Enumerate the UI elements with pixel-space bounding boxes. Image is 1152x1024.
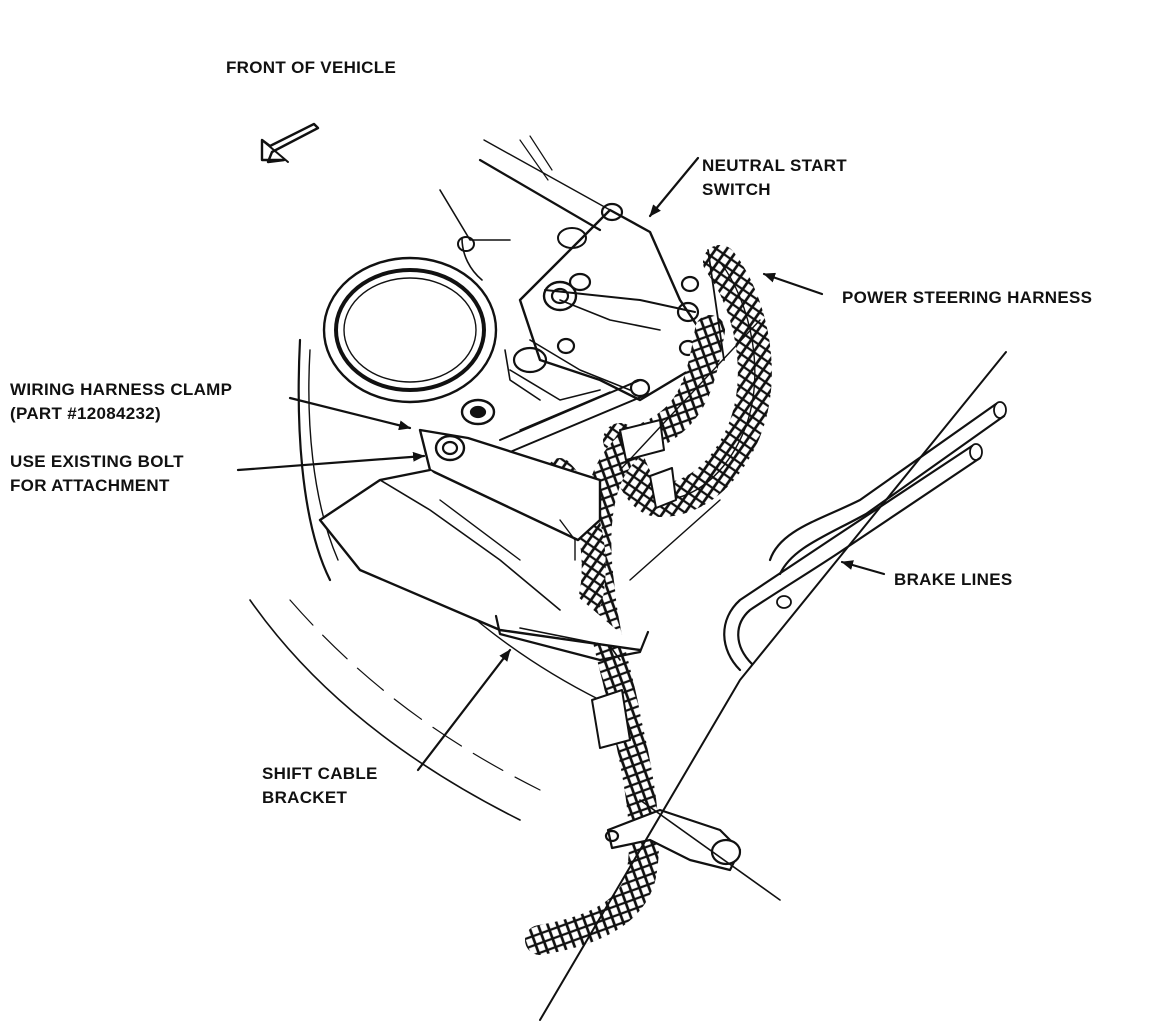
neutral-start-switch-line-2: SWITCH bbox=[702, 180, 771, 199]
power-steering-harness-label: POWER STEERING HARNESS bbox=[842, 288, 1093, 307]
clamp-bracket-assembly bbox=[318, 428, 650, 662]
use-existing-bolt-label: USE EXISTING BOLT FOR ATTACHMENT bbox=[10, 450, 184, 498]
wiring-harness-clamp-label: WIRING HARNESS CLAMP (PART #12084232) bbox=[10, 378, 232, 426]
front-of-vehicle-label: FRONT OF VEHICLE bbox=[226, 58, 397, 77]
neutral-start-switch-label: NEUTRAL START SWITCH bbox=[702, 154, 847, 202]
shift-cable-bracket-label: SHIFT CABLE BRACKET bbox=[262, 762, 378, 810]
shift-cable-bracket-line-2: BRACKET bbox=[262, 788, 348, 807]
brake-lines-label: BRAKE LINES bbox=[894, 570, 1013, 589]
lower-clamp bbox=[604, 799, 781, 901]
brake-lines bbox=[723, 401, 1007, 672]
neutral-start-switch-line-1: NEUTRAL START bbox=[702, 156, 847, 175]
use-existing-bolt-line-1: USE EXISTING BOLT bbox=[10, 452, 184, 471]
frame-lines bbox=[539, 319, 1007, 1021]
transmission-case bbox=[249, 135, 611, 821]
front-direction-arrow bbox=[260, 122, 320, 164]
leader-arrows bbox=[236, 156, 886, 772]
power-steering-harness bbox=[525, 245, 772, 955]
transmission-port bbox=[322, 256, 498, 404]
neutral-start-switch bbox=[504, 202, 702, 402]
shift-linkage bbox=[499, 379, 649, 453]
wiring-harness-clamp-line-2: (PART #12084232) bbox=[10, 404, 161, 423]
use-existing-bolt-line-2: FOR ATTACHMENT bbox=[10, 476, 170, 495]
shift-cable-bracket-line-1: SHIFT CABLE bbox=[262, 764, 378, 783]
wiring-harness-clamp-line-1: WIRING HARNESS CLAMP bbox=[10, 380, 233, 399]
